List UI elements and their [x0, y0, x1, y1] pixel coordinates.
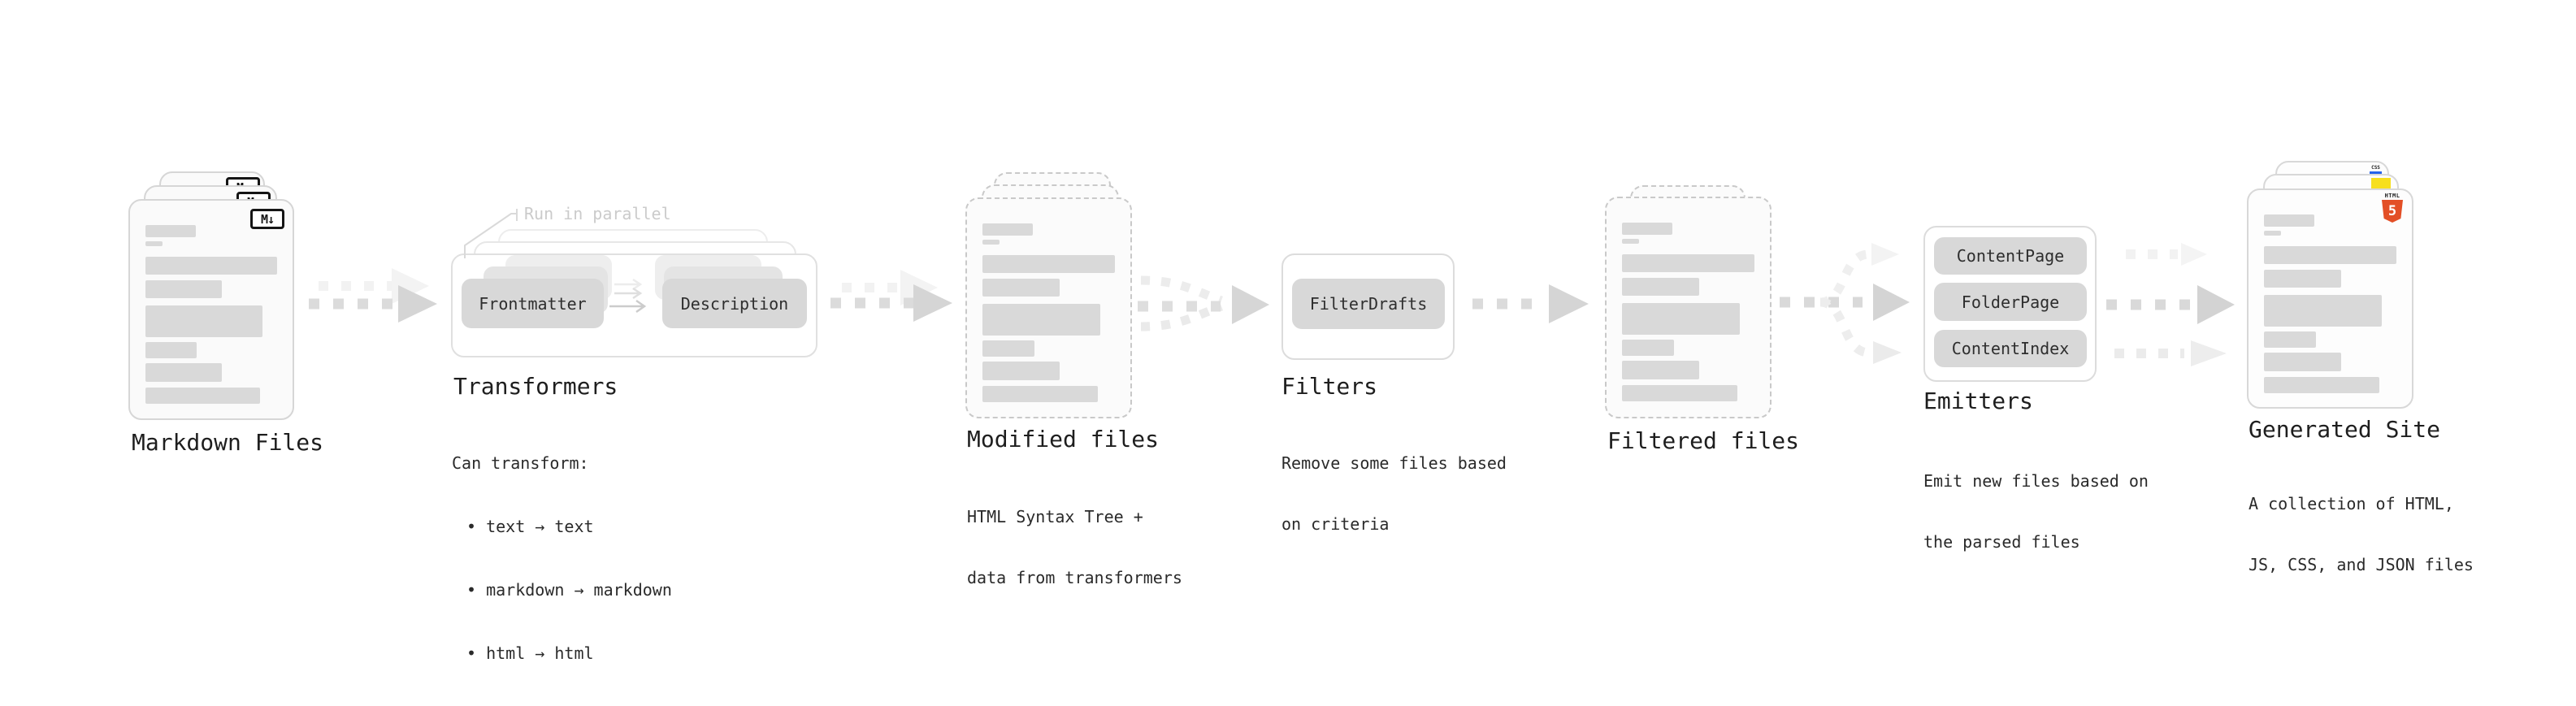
markdown-icon: M↓	[250, 209, 284, 229]
contentindex-pill: ContentIndex	[1934, 330, 2087, 367]
arrow-filtered-to-emitters	[1780, 243, 1910, 364]
skeleton-text	[145, 225, 277, 404]
skeleton-text-bar	[145, 280, 222, 298]
skeleton-text-bar	[145, 257, 277, 275]
filters-label: Filters	[1281, 373, 1378, 400]
markdown-file-card-front: M↓	[128, 199, 294, 420]
skeleton-text-bar	[1622, 239, 1640, 244]
transformers-description: Can transform: • text → text • markdown …	[452, 453, 672, 663]
arrow-markdown-to-transformers	[309, 268, 437, 323]
skeleton-text-bar	[145, 241, 163, 246]
skeleton-text-bar	[145, 342, 197, 358]
arrow-modified-to-filters	[1138, 275, 1269, 331]
skeleton-text-bar	[2264, 331, 2316, 348]
skeleton-text-bar	[2264, 270, 2341, 288]
run-in-parallel-annotation: Run in parallel	[524, 204, 671, 223]
filterdrafts-pill: FilterDrafts	[1292, 279, 1445, 329]
skeleton-text-bar	[1622, 385, 1737, 401]
skeleton-text-bar	[982, 240, 1000, 245]
site-file-card-front: HTML 5	[2247, 188, 2413, 409]
arrow-transformers-to-modified	[830, 270, 952, 322]
transformers-label: Transformers	[453, 373, 618, 400]
transform-bullet: • markdown → markdown	[466, 580, 672, 600]
transform-bullet: • text → text	[466, 517, 594, 536]
skeleton-text-bar	[145, 388, 260, 404]
skeleton-text-bar	[982, 340, 1034, 357]
modified-files-label: Modified files	[967, 426, 1160, 453]
frontmatter-pill: Frontmatter	[462, 279, 604, 328]
modified-file-card-front	[965, 197, 1132, 418]
pipeline-diagram: M↓ M↓ M↓ Markdown Files Frontmatter Desc…	[128, 161, 2474, 663]
skeleton-text	[982, 223, 1115, 402]
transform-bullet: • html → html	[466, 643, 594, 663]
skeleton-text-bar	[2264, 246, 2396, 264]
skeleton-text-bar	[982, 304, 1101, 336]
arrows-emitters-to-generated	[2106, 243, 2235, 366]
skeleton-text-bar	[1622, 303, 1741, 335]
arrow-filters-to-filtered	[1472, 284, 1589, 323]
emitters-label: Emitters	[1923, 388, 2033, 414]
filters-description: Remove some files based on criteria	[1281, 453, 1507, 534]
modified-files-description: HTML Syntax Tree + data from transformer…	[967, 507, 1182, 587]
skeleton-text-bar	[145, 363, 222, 382]
skeleton-text-bar	[2264, 353, 2341, 371]
skeleton-text-bar	[1622, 278, 1699, 296]
skeleton-text-bar	[2264, 231, 2282, 236]
skeleton-text-bar	[982, 223, 1033, 236]
skeleton-text-bar	[1622, 254, 1754, 272]
skeleton-text-bar	[1622, 223, 1672, 235]
css-icon: CSS	[2369, 166, 2383, 174]
skeleton-text-bar	[2264, 295, 2383, 327]
generated-site-description: A collection of HTML, JS, CSS, and JSON …	[2249, 494, 2474, 574]
generated-site-label: Generated Site	[2249, 416, 2441, 443]
markdown-files-label: Markdown Files	[132, 429, 324, 456]
emitters-description: Emit new files based on the parsed files	[1923, 471, 2149, 552]
html5-icon: HTML 5	[2381, 193, 2404, 223]
skeleton-text-bar	[982, 362, 1060, 380]
skeleton-text-bar	[1622, 340, 1674, 356]
skeleton-text-bar	[1622, 361, 1699, 379]
folderpage-pill: FolderPage	[1934, 283, 2087, 321]
skeleton-text-bar	[982, 279, 1060, 297]
skeleton-text-bar	[982, 255, 1115, 273]
skeleton-text	[2264, 214, 2396, 393]
skeleton-text-bar	[2264, 377, 2379, 393]
filtered-file-card-front	[1605, 197, 1772, 418]
skeleton-text-bar	[145, 225, 196, 237]
skeleton-text-bar	[982, 386, 1098, 402]
filtered-files-label: Filtered files	[1607, 427, 1800, 454]
skeleton-text-bar	[145, 305, 263, 337]
skeleton-text	[1622, 223, 1754, 401]
skeleton-text-bar	[2264, 214, 2314, 227]
javascript-icon	[2371, 178, 2391, 190]
contentpage-pill: ContentPage	[1934, 237, 2087, 275]
description-pill: Description	[662, 279, 807, 328]
